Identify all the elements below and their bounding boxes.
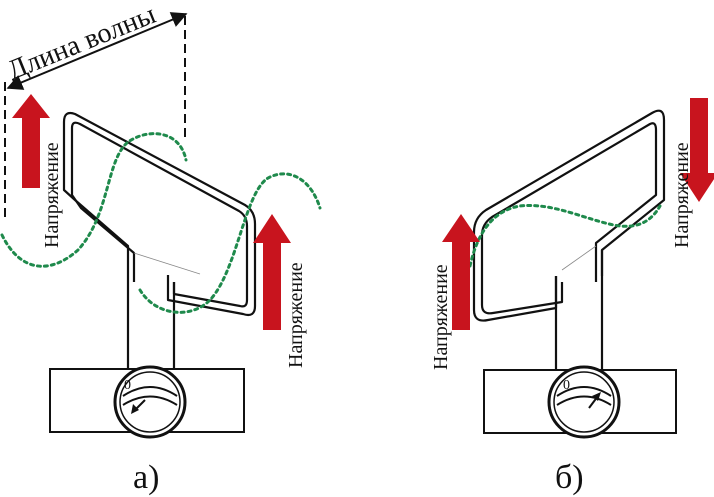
loop-thin-line-a [133,252,201,275]
meter-dial-b: 0 [547,365,621,439]
voltage-label-a-right: Напряжение [285,262,307,368]
loop-frame-a [62,111,257,369]
loop-thin-line-b [561,245,597,271]
wavelength-arrow [6,12,188,90]
wave-a [0,132,322,314]
voltage-label-b-right: Напряжение [671,142,693,248]
voltage-arrow-a-right [253,214,291,330]
caption-b: б) [555,459,584,496]
loop-frame-b [472,109,666,370]
voltage-label-b-left: Напряжение [430,264,452,370]
voltage-arrow-b-left [442,214,480,330]
voltage-label-a-left: Напряжение [41,142,63,248]
panel-a: Длина волны Напряжение Напряжение 0 [0,0,322,496]
voltage-arrow-b-right [680,98,714,202]
panel-b: Напряжение Напряжение 0 б) [430,98,714,496]
meter-dial-a: 0 [113,365,187,439]
voltage-arrow-a-left [12,94,50,188]
meter-zero-a: 0 [124,378,131,393]
wavelength-label: Длина волны [3,0,160,86]
wave-b [468,203,662,268]
caption-a: а) [133,459,159,496]
meter-zero-b: 0 [563,378,570,393]
